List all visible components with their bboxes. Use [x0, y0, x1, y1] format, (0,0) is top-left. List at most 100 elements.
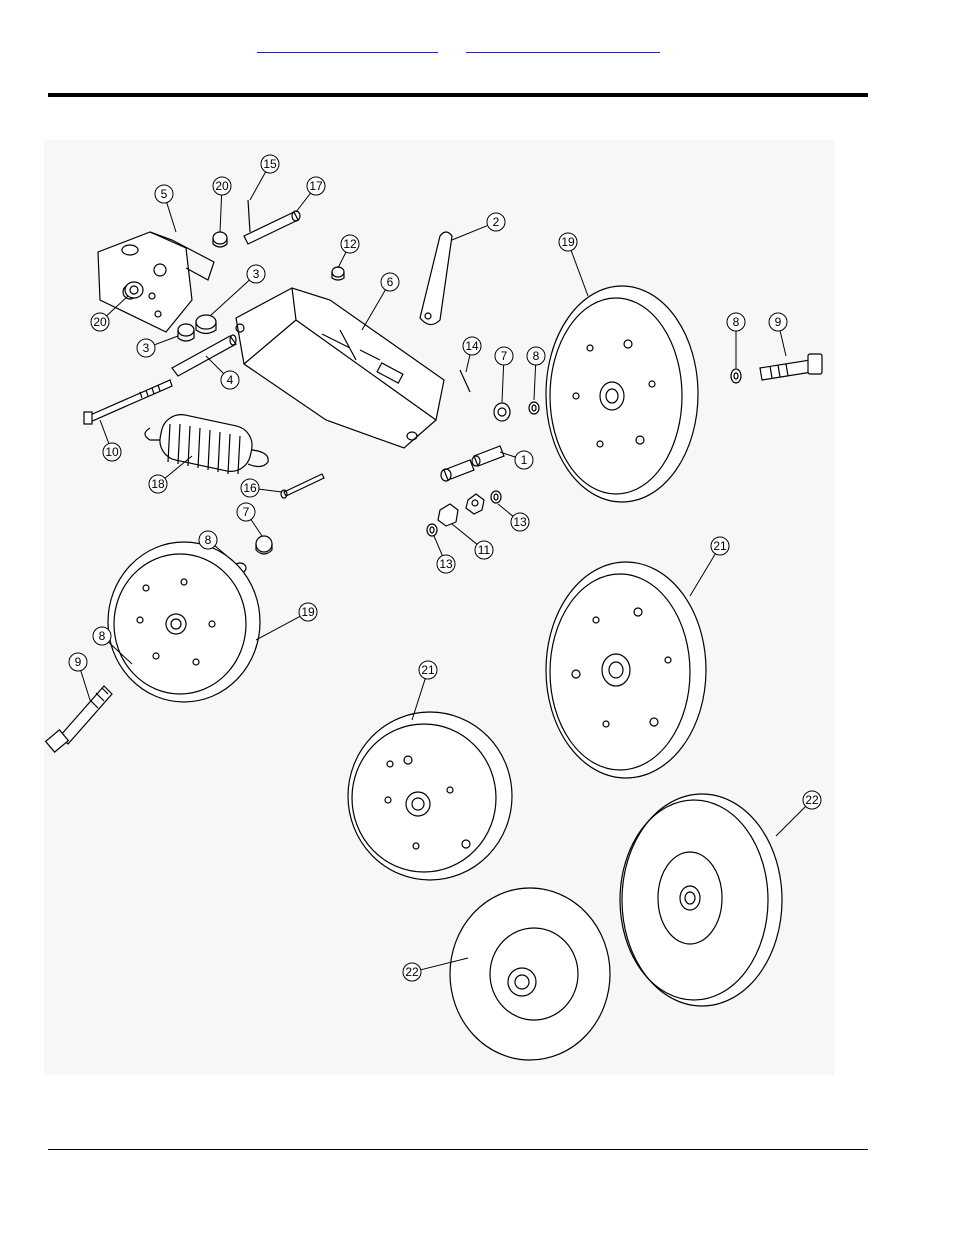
callout-circle-c5 — [154, 184, 174, 204]
callout-circle-c11 — [474, 540, 494, 560]
callout-label-c13a: 13 — [513, 515, 527, 529]
leader-line-c7b — [250, 519, 263, 537]
leader-line-c18 — [164, 455, 193, 479]
leader-line-c21a — [689, 553, 716, 597]
leader-line-c15 — [249, 171, 267, 201]
callout-label-c19b: 19 — [301, 605, 315, 619]
part-9-bolt-right — [759, 353, 823, 381]
leader-line-c9b — [80, 670, 91, 701]
callout-circle-c22a — [802, 790, 822, 810]
leader-line-c8a — [533, 364, 537, 401]
part-16-pin — [280, 473, 325, 499]
callout-label-c4: 4 — [227, 373, 234, 387]
callout-circle-c4 — [220, 370, 240, 390]
callout-circle-c20a — [212, 176, 232, 196]
callout-circle-c8c — [198, 530, 218, 550]
callout-circle-c6 — [380, 272, 400, 292]
leader-line-c5 — [166, 202, 177, 233]
callout-label-c20a: 20 — [215, 179, 229, 193]
callout-circle-c19a — [558, 232, 578, 252]
callout-label-c7a: 7 — [501, 349, 508, 363]
leader-line-c8c — [214, 545, 235, 563]
leader-line-c9a — [779, 330, 787, 357]
part-15-pin — [247, 199, 251, 233]
part-17-pin — [243, 210, 301, 245]
part-1-axle-upper — [471, 445, 505, 467]
callout-circle-c16 — [240, 478, 260, 498]
leader-line-c17 — [295, 192, 311, 213]
callout-circle-c8d — [92, 626, 112, 646]
callout-circle-c20b — [90, 312, 110, 332]
leader-line-c8d — [108, 641, 133, 665]
leader-line-c10 — [99, 419, 110, 444]
callout-label-c3b: 3 — [143, 341, 150, 355]
leader-line-c16 — [258, 488, 283, 493]
callout-label-c18: 18 — [151, 477, 165, 491]
callout-circle-c18 — [148, 474, 168, 494]
callout-circle-c8a — [526, 346, 546, 366]
header-link-2[interactable] — [466, 38, 660, 53]
callout-label-c22b: 22 — [405, 965, 419, 979]
part-22-disc-left — [449, 887, 611, 1061]
callout-label-c5: 5 — [161, 187, 168, 201]
callout-label-c11: 11 — [478, 543, 491, 557]
part-18-spring — [144, 414, 269, 475]
leader-line-c3b — [154, 335, 179, 346]
callout-circle-c13b — [436, 554, 456, 574]
callout-label-c6: 6 — [387, 275, 394, 289]
callout-circle-c19b — [298, 602, 318, 622]
part-19-gauge-wheel-right — [545, 285, 699, 503]
callout-circle-c22b — [402, 962, 422, 982]
callout-label-c16: 16 — [243, 481, 257, 495]
callout-label-c7b: 7 — [243, 505, 250, 519]
leader-line-c20b — [106, 295, 129, 317]
header-link-1[interactable] — [257, 38, 438, 53]
part-21-wheel-left — [347, 711, 513, 881]
part-3-bushing-upper — [195, 314, 217, 335]
part-20-bushing-top — [212, 231, 228, 248]
callout-circle-c3b — [136, 338, 156, 358]
leader-line-c12 — [337, 251, 347, 269]
leader-line-c20a — [219, 194, 223, 233]
part-5-mount-bracket — [97, 231, 215, 333]
callout-label-c21a: 21 — [713, 539, 727, 553]
part-22-disc-right — [619, 793, 783, 1007]
callout-label-c14: 14 — [465, 339, 479, 353]
callout-label-c1: 1 — [521, 453, 528, 467]
part-6-main-arm — [235, 287, 445, 449]
callout-label-c22a: 22 — [805, 793, 819, 807]
callout-label-c2: 2 — [493, 215, 500, 229]
callout-circle-c2 — [486, 212, 506, 232]
callout-label-c21b: 21 — [421, 663, 435, 677]
part-9-bolt-left — [44, 685, 113, 753]
part-7-bearing-right — [493, 402, 511, 422]
callout-label-c8a: 8 — [533, 349, 540, 363]
leader-line-c22a — [775, 806, 806, 837]
callout-circle-c13a — [510, 512, 530, 532]
callout-label-c9a: 9 — [775, 315, 782, 329]
leader-line-c19b — [255, 615, 301, 641]
leader-line-c11 — [451, 523, 478, 545]
callout-circle-c17 — [306, 176, 326, 196]
leader-line-c22b — [420, 957, 469, 971]
callout-circle-c14 — [462, 336, 482, 356]
callout-label-c15: 15 — [263, 157, 277, 171]
part-21-wheel-right — [545, 561, 707, 779]
callout-label-c8d: 8 — [99, 629, 106, 643]
bottom-rule — [48, 1149, 868, 1150]
callout-label-c17: 17 — [309, 179, 323, 193]
callout-label-c9b: 9 — [75, 655, 82, 669]
leader-line-c7a — [501, 364, 505, 403]
callout-circle-c7b — [236, 502, 256, 522]
part-8-washer-right-inner — [528, 401, 540, 415]
callout-circle-c1 — [514, 450, 534, 470]
leader-line-c6 — [361, 289, 386, 331]
part-8-washer-right-outer — [730, 368, 742, 384]
callout-circle-c7a — [494, 346, 514, 366]
callout-circle-c12 — [340, 234, 360, 254]
part-12-nut — [331, 266, 345, 281]
callout-label-c19a: 19 — [561, 235, 575, 249]
leader-line-c1 — [499, 451, 516, 458]
callout-label-c8c: 8 — [205, 533, 212, 547]
